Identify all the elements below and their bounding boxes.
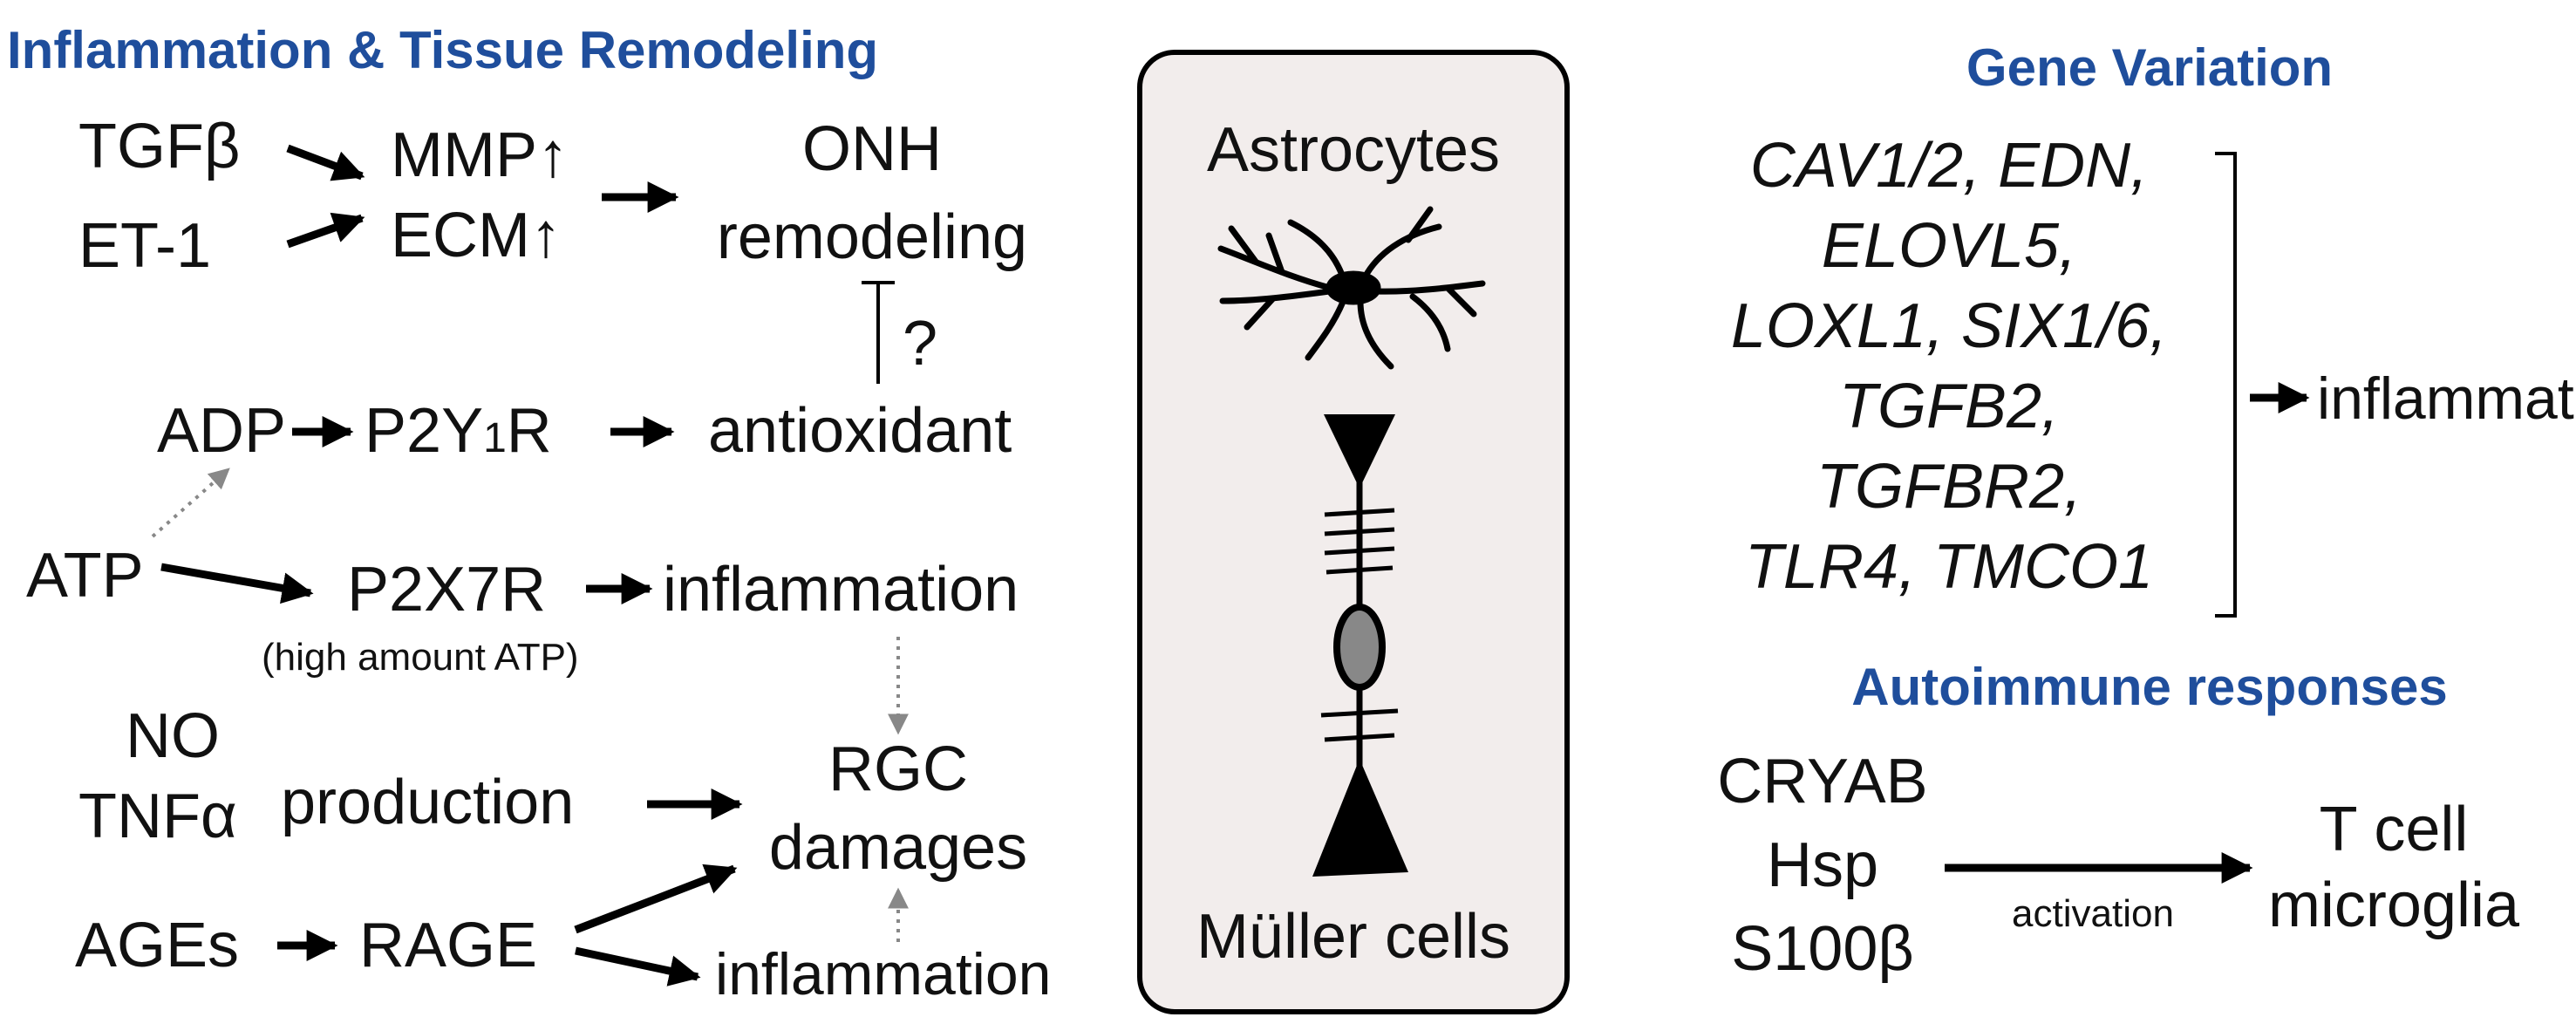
node-p2y1r: P2Y1R [365, 396, 552, 466]
node-mmp: MMP↑ [391, 120, 569, 190]
gene-outcome-inflammation: inflammation [2317, 365, 2576, 432]
node-tgfb: TGFβ [78, 112, 240, 181]
arrow-et1-ecm [286, 212, 365, 249]
gene-line-6: TLR4, TMCO1 [1745, 532, 2153, 602]
note-high-atp: (high amount ATP) [262, 636, 579, 679]
arrow-rage-inflammation [575, 946, 701, 986]
node-et1: ET-1 [78, 211, 211, 281]
node-no: NO [126, 701, 220, 771]
heading-inflammation-remodeling: Inflammation & Tissue Remodeling [7, 21, 878, 79]
node-atp: ATP [26, 541, 144, 611]
antigen-cryab: CRYAB [1717, 747, 1927, 816]
autoimmune-panel: CRYAB Hsp S100β activation T cell microg… [1717, 747, 2520, 984]
node-p2x7r: P2X7R [347, 555, 546, 625]
gene-variation-panel: CAV1/2, EDN, ELOVL5, LOXL1, SIX1/6, TGFB… [1731, 131, 2576, 618]
node-antioxidant: antioxidant [708, 396, 1012, 466]
node-onh: ONH [802, 114, 942, 184]
node-rgc-damages: damages [769, 813, 1027, 883]
node-ecm: ECM↑ [391, 201, 562, 270]
label-astrocytes: Astrocytes [1207, 115, 1500, 185]
arrow-tgfb-mmp [286, 144, 365, 181]
gene-line-3: LOXL1, SIX1/6, [1731, 291, 2167, 361]
node-rgc: RGC [828, 734, 968, 804]
node-inflammation-rage: inflammation [715, 941, 1052, 1007]
node-tnfa: TNFα [78, 782, 237, 851]
antigen-s100b: S100β [1731, 914, 1914, 984]
node-ages: AGEs [75, 911, 239, 980]
node-production: production [281, 768, 574, 837]
gene-line-2: ELOVL5, [1822, 211, 2076, 281]
gene-line-1: CAV1/2, EDN, [1750, 131, 2148, 201]
muller-cell-icon [1312, 414, 1408, 877]
node-rage: RAGE [359, 911, 537, 980]
target-microglia: microglia [2268, 870, 2520, 940]
gene-line-5: TGFBR2, [1816, 452, 2082, 522]
target-t-cell: T cell [2320, 795, 2469, 864]
node-inflammation-p2x7r: inflammation [663, 555, 1019, 625]
label-muller-cells: Müller cells [1196, 902, 1510, 972]
heading-autoimmune: Autoimmune responses [1851, 658, 2447, 716]
node-adp: ADP [157, 396, 286, 466]
label-activation: activation [2012, 892, 2174, 935]
dotted-arrow-atp-adp [151, 468, 230, 538]
gene-line-4: TGFB2, [1839, 372, 2059, 441]
node-onh-remodeling: remodeling [717, 202, 1027, 272]
astrocyte-icon [1217, 206, 1486, 370]
inflammation-remodeling-panel: TGFβ ET-1 MMP↑ ECM↑ ONH remodeling ? ADP… [26, 112, 1052, 1007]
arrow-rage-rgc [574, 864, 738, 934]
question-mark: ? [903, 309, 937, 379]
heading-gene-variation: Gene Variation [1966, 38, 2333, 97]
glia-cell-box: Astrocytes [1137, 50, 1570, 1014]
antigen-hsp: Hsp [1767, 830, 1878, 900]
gene-bracket [2215, 152, 2237, 618]
arrow-atp-p2x7r [160, 563, 314, 604]
